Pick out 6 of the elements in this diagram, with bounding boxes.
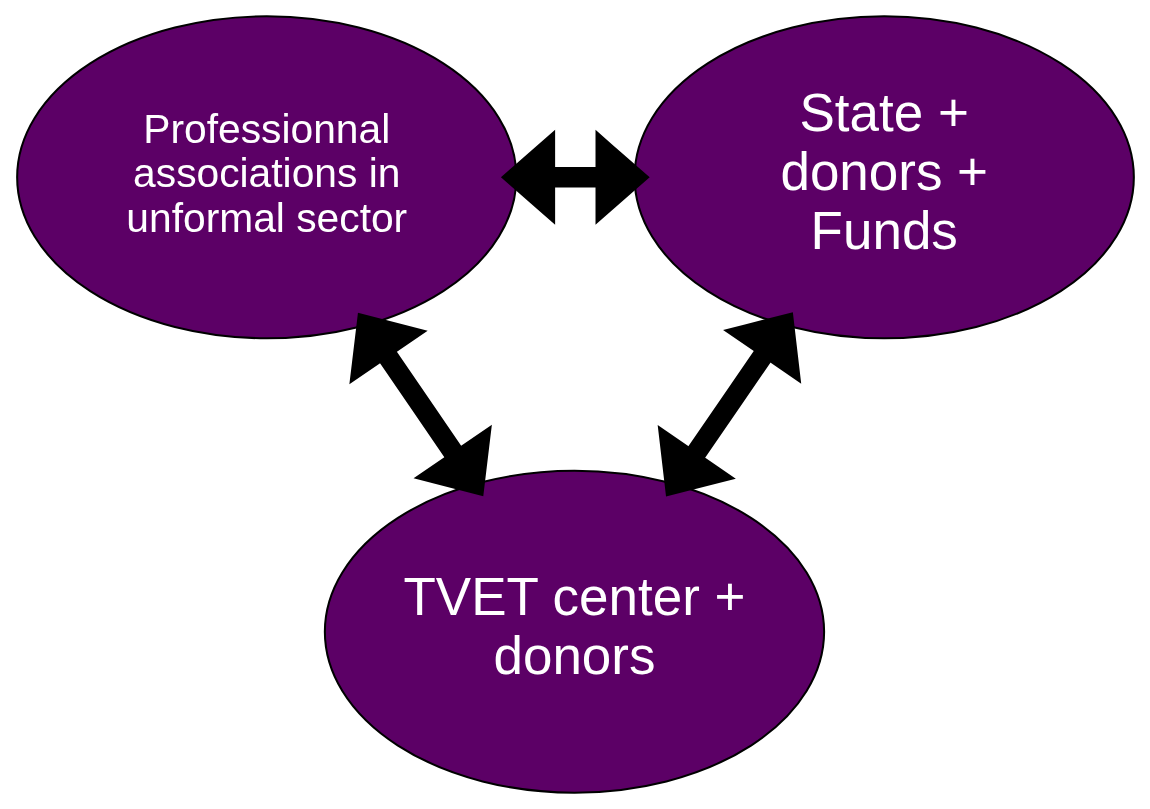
arrow bbox=[348, 312, 492, 497]
node-ellipse: Professionnal associations in unformal sector bbox=[15, 15, 517, 340]
node-ellipse: TVET center + donors bbox=[323, 469, 825, 794]
node-ellipse: State + donors + Funds bbox=[633, 15, 1135, 340]
arrow bbox=[500, 129, 650, 225]
arrow bbox=[657, 312, 801, 497]
